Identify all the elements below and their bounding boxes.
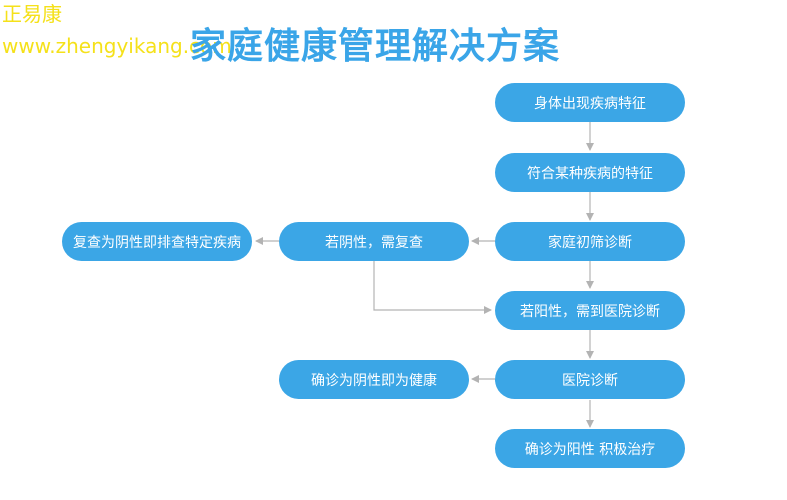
node-hospital-diagnosis: 医院诊断 [495,360,685,399]
node-confirmed-positive: 确诊为阳性 积极治疗 [495,429,685,468]
node-matches-disease: 符合某种疾病的特征 [495,153,685,192]
page-title: 家庭健康管理解决方案 [190,26,561,67]
node-recheck-negative: 复查为阴性即排查特定疾病 [62,222,252,261]
node-if-negative: 若阴性，需复查 [279,222,469,261]
connector-negative-to-positive [373,261,492,314]
watermark-name: 正易康 [2,2,62,26]
node-if-positive: 若阳性，需到医院诊断 [495,291,685,330]
node-home-screening: 家庭初筛诊断 [495,222,685,261]
node-symptoms: 身体出现疾病特征 [495,83,685,122]
watermark-url: www.zhengyikang.com [2,34,232,58]
node-confirmed-negative: 确诊为阴性即为健康 [279,360,469,399]
